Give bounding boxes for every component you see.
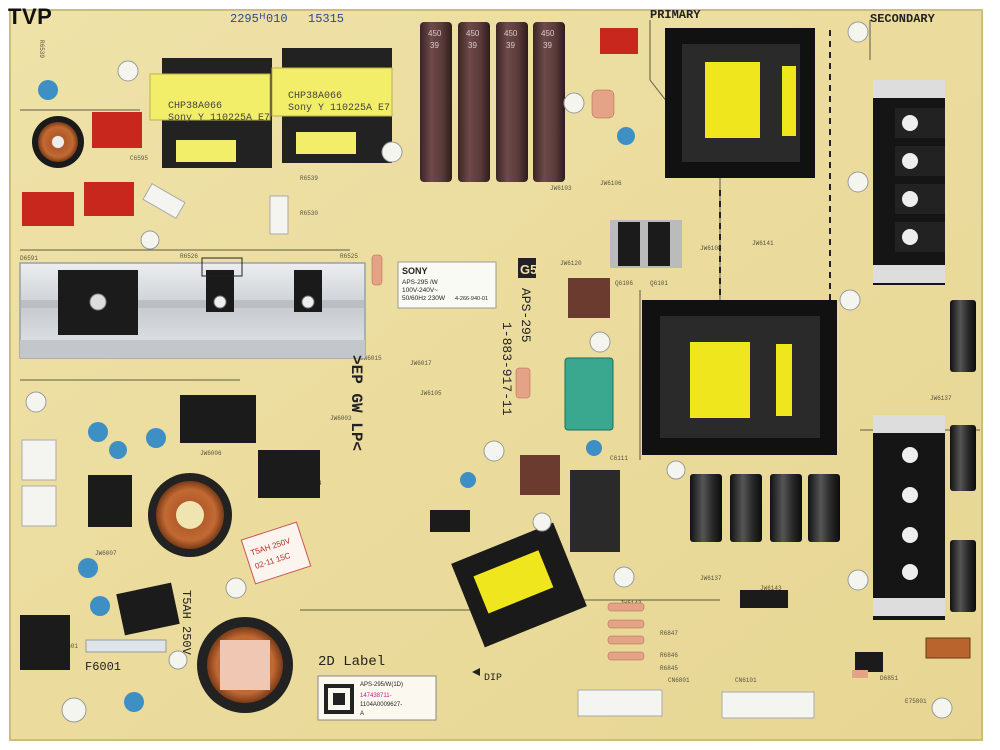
- secondary-label: SECONDARY: [870, 12, 936, 26]
- g5-mark: G5: [520, 262, 537, 277]
- svg-text:JW6017: JW6017: [410, 360, 432, 367]
- svg-text:Q6101: Q6101: [650, 280, 668, 287]
- cap-1-voltage: 450: [428, 29, 442, 38]
- sony-label-brand: SONY: [402, 266, 428, 276]
- sticker-line2: 147438711-: [360, 693, 392, 699]
- svg-text:JW6137: JW6137: [930, 395, 952, 402]
- svg-text:JW6137: JW6137: [700, 575, 722, 582]
- svg-text:JW6015: JW6015: [360, 355, 382, 362]
- tvp-watermark: TVP: [8, 4, 53, 29]
- svg-text:JW6143: JW6143: [760, 585, 782, 592]
- primary-label: PRIMARY: [650, 8, 701, 22]
- sony-label-model: APS-295 /W: [402, 279, 439, 286]
- transformer-1-label-line2: Sony Y 110225A E7: [168, 113, 270, 124]
- svg-text:JW6108: JW6108: [700, 245, 722, 252]
- top-code-number: 15315: [308, 12, 344, 26]
- svg-text:Q6106: Q6106: [615, 280, 633, 287]
- svg-text:JW6106: JW6106: [600, 180, 622, 187]
- svg-text:E75801: E75801: [905, 698, 927, 705]
- svg-text:JW6003: JW6003: [330, 415, 352, 422]
- transformer-2-label-line1: CHP38A066: [288, 91, 342, 102]
- dip-label: DIP: [484, 673, 502, 684]
- sony-label-freq: 50/60Hz 230W: [402, 295, 446, 302]
- transformer-1-label-line1: CHP38A066: [168, 101, 222, 112]
- cap-2-voltage: 450: [466, 29, 480, 38]
- model-vertical-text: APS-295: [518, 288, 533, 343]
- cap-3-uf: 39: [506, 41, 515, 50]
- cap-2-uf: 39: [468, 41, 477, 50]
- label-2d: 2D Label: [318, 654, 385, 670]
- svg-text:C6595: C6595: [130, 155, 148, 162]
- svg-text:JW6006: JW6006: [200, 450, 222, 457]
- svg-text:D6591: D6591: [20, 255, 38, 262]
- svg-text:JW6120: JW6120: [560, 260, 582, 267]
- svg-text:JW6141: JW6141: [752, 240, 774, 247]
- fuse-ref: F6001: [85, 660, 121, 674]
- svg-text:R6539: R6539: [38, 40, 45, 58]
- ep-gw-lp-text: >EP GW LP<: [347, 355, 365, 451]
- transformer-2-label-line2: Sony Y 110225A E7: [288, 103, 390, 114]
- cap-4-uf: 39: [543, 41, 552, 50]
- svg-text:R6845: R6845: [660, 665, 678, 672]
- sony-label-voltage: 100V-240V~: [402, 287, 438, 294]
- svg-text:CN6101: CN6101: [735, 677, 757, 684]
- fuse-rating: T5AH 250V: [179, 590, 193, 656]
- sticker-line4: A: [360, 711, 364, 717]
- svg-text:D6851: D6851: [880, 675, 898, 682]
- svg-text:R6846: R6846: [660, 652, 678, 659]
- svg-text:JW6105: JW6105: [420, 390, 442, 397]
- svg-text:JW6103: JW6103: [550, 185, 572, 192]
- sticker-line1: APS-295/W(1D): [360, 682, 403, 688]
- part-vertical-text: 1-883-917-11: [499, 322, 514, 416]
- sony-label-part: 4-266-940-01: [455, 296, 488, 302]
- top-code: 2295ᴴ010: [230, 12, 288, 26]
- cap-3-voltage: 450: [504, 29, 518, 38]
- cap-1-uf: 39: [430, 41, 439, 50]
- svg-text:CN6801: CN6801: [668, 677, 690, 684]
- svg-text:C6111: C6111: [610, 455, 628, 462]
- svg-text:R6526: R6526: [180, 253, 198, 260]
- svg-text:JW6007: JW6007: [95, 550, 117, 557]
- svg-text:R6847: R6847: [660, 630, 678, 637]
- cap-4-voltage: 450: [541, 29, 555, 38]
- sticker-line3: 1104A0009627-: [360, 702, 402, 708]
- svg-text:R6525: R6525: [340, 253, 358, 260]
- svg-text:R6530: R6530: [300, 210, 318, 217]
- svg-text:R6539: R6539: [300, 175, 318, 182]
